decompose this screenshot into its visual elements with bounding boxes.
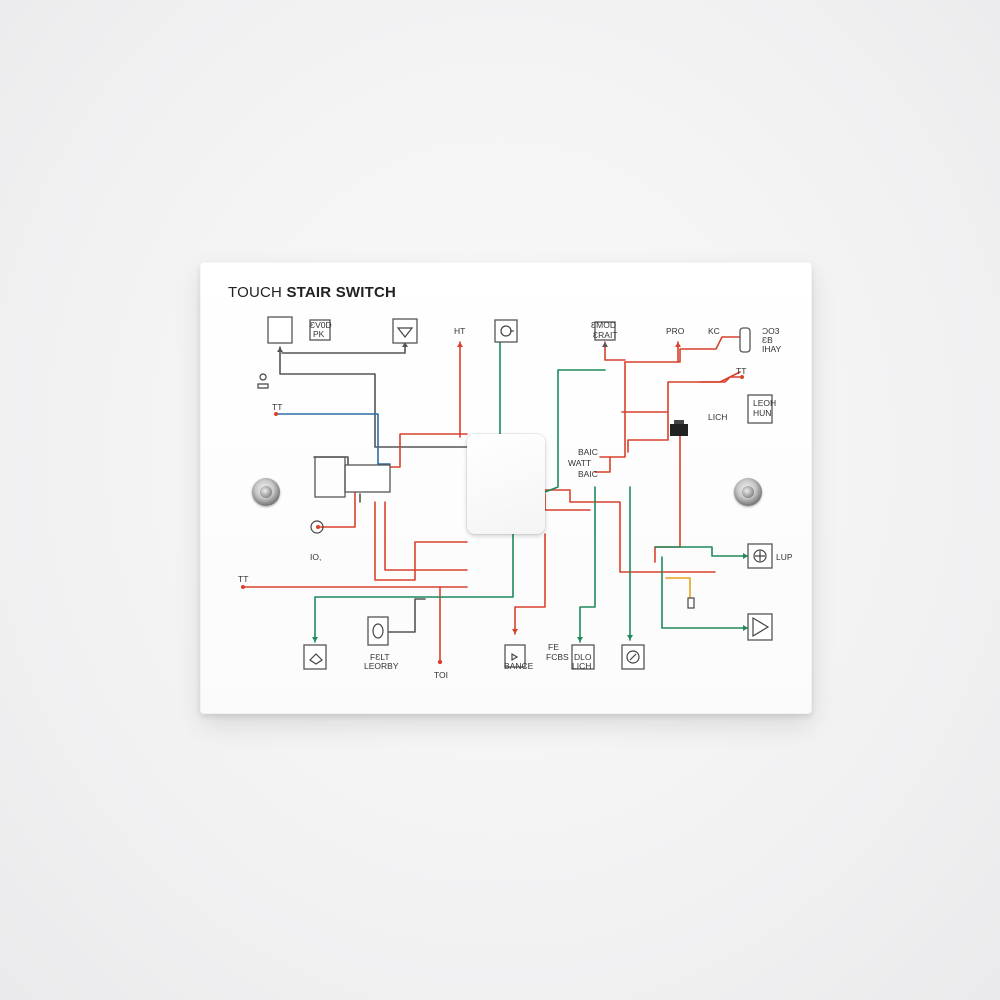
label-fe-1: FE xyxy=(548,642,559,652)
wire-red xyxy=(514,533,546,635)
component-box xyxy=(367,616,389,646)
wire-orange xyxy=(665,577,691,598)
wiring-diagram: ƐV0D PK HT ƐMOD ƐRAIT PRO KC ƆO3 ƐB IHAY… xyxy=(238,316,793,680)
wire-red xyxy=(317,491,356,528)
relay-component xyxy=(674,420,684,424)
label-bank-3: BAIC xyxy=(578,469,598,479)
component-box xyxy=(314,456,346,498)
wire-green xyxy=(544,369,606,493)
touch-pad-button[interactable] xyxy=(467,434,545,534)
wire-blue xyxy=(275,413,391,465)
label-fe-2: FCBS xyxy=(546,652,569,662)
wire-red xyxy=(374,501,468,581)
component-box xyxy=(494,319,518,343)
label-tt-top-right: TT xyxy=(736,366,746,376)
switch-plate: TOUCH STAIR SWITCH xyxy=(200,262,812,714)
screw-right xyxy=(734,478,762,506)
label-ht: HT xyxy=(454,326,465,336)
component-box xyxy=(747,543,773,569)
component-box xyxy=(392,318,418,344)
label-right-block-2: ƐB xyxy=(762,335,773,345)
label-pk-2: PK xyxy=(313,329,325,339)
label-kc: KC xyxy=(708,326,720,336)
fuse xyxy=(687,597,695,609)
label-dlo-1: DLO xyxy=(574,652,592,662)
label-bank-2: WATT xyxy=(568,458,591,468)
component-box xyxy=(344,464,391,493)
label-fet-1: FƐLT xyxy=(370,652,390,662)
label-emod-2: ƐRAIT xyxy=(593,330,618,340)
title-light: TOUCH xyxy=(228,284,283,301)
component-box xyxy=(747,394,773,424)
wire-green xyxy=(654,546,749,557)
label-pro: PRO xyxy=(666,326,685,336)
label-right-block-3: IHAY xyxy=(762,344,782,354)
wire-red xyxy=(604,341,626,361)
label-tol: TOI xyxy=(434,670,448,680)
component-box xyxy=(303,644,327,670)
label-lup: LUP xyxy=(776,552,793,562)
label-leon-1: LEOH xyxy=(753,398,776,408)
wire-red xyxy=(389,433,468,468)
label-io: IO, xyxy=(310,552,321,562)
label-tt-left-upper: TT xyxy=(272,402,282,412)
label-lich: LICH xyxy=(708,412,727,422)
title-bold: STAIR SWITCH xyxy=(286,284,397,301)
component-box xyxy=(594,321,616,341)
relay-component xyxy=(670,424,688,436)
wire-red xyxy=(654,433,681,563)
component-box xyxy=(571,644,595,670)
wire-gray xyxy=(279,346,468,448)
component-box xyxy=(747,613,773,641)
wire-red xyxy=(384,501,468,571)
label-pk-1: ƐV0D xyxy=(310,320,332,330)
label-leon-2: HUN xyxy=(753,408,771,418)
wire-red xyxy=(624,336,741,363)
wire-gray xyxy=(384,598,426,633)
label-emod-1: ƐMOD xyxy=(591,320,616,330)
wire-green xyxy=(579,486,596,643)
component-box xyxy=(309,319,331,341)
label-bank-1: BAIC xyxy=(578,447,598,457)
label-tt-left-lower: TT xyxy=(238,574,248,584)
label-fet-2: LEORBY xyxy=(364,661,399,671)
wire-red xyxy=(699,371,741,383)
wire-green xyxy=(314,533,514,643)
component-box xyxy=(739,327,751,353)
label-bance: BANCE xyxy=(504,661,534,671)
wire-gray xyxy=(281,341,406,354)
component-box xyxy=(267,316,293,344)
wire-red xyxy=(594,456,611,473)
label-dlo-2: LICH xyxy=(572,661,591,671)
plate-title: TOUCH STAIR SWITCH xyxy=(228,284,396,301)
wire-red xyxy=(544,493,591,511)
label-right-block-1: ƆO3 xyxy=(762,326,780,336)
screw-left xyxy=(252,478,280,506)
wire-red xyxy=(599,361,626,458)
wire-gray xyxy=(313,456,349,465)
wire-green xyxy=(661,556,749,629)
